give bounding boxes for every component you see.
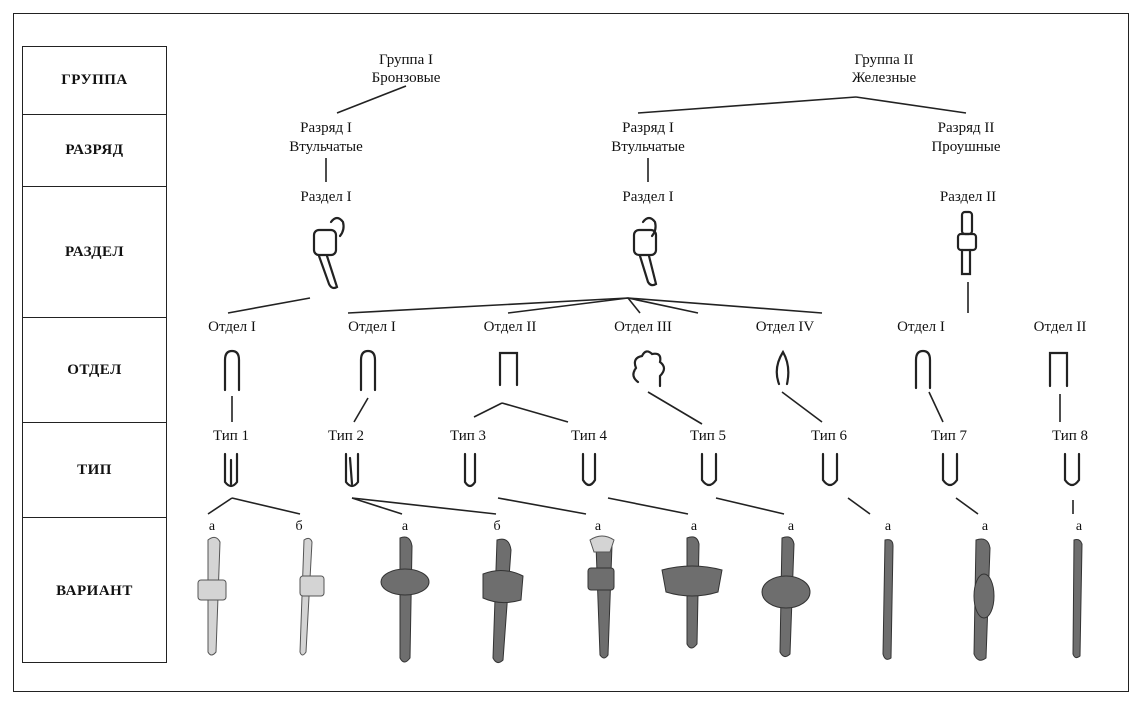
variant-4a-label: а bbox=[691, 519, 698, 534]
artifact-8a-image bbox=[1072, 539, 1083, 659]
artifact-5a-image bbox=[761, 536, 811, 658]
level-column: ГРУППА РАЗРЯД РАЗДЕЛ ОТДЕЛ ТИП ВАРИАНТ bbox=[22, 46, 167, 663]
artifact-1a-image bbox=[197, 536, 227, 656]
tip-1-label: Тип 1 bbox=[213, 428, 249, 444]
razryad-2-subtitle: Втульчатые bbox=[611, 139, 685, 155]
razryad-2-title: Разряд I bbox=[622, 120, 674, 136]
artifact-2a-image bbox=[380, 536, 430, 663]
razryad-3-subtitle: Проушные bbox=[931, 139, 1000, 155]
artifact-7a-image bbox=[973, 538, 995, 661]
figure-frame bbox=[13, 13, 1129, 692]
otdel-4-label: Отдел III bbox=[614, 319, 672, 335]
variant-3a-label: а bbox=[595, 519, 602, 534]
razdel-2-sketch bbox=[632, 216, 658, 287]
variant-2b-label: б bbox=[493, 519, 500, 534]
level-tip: ТИП bbox=[23, 423, 166, 518]
tip-4-label: Тип 4 bbox=[571, 428, 608, 444]
level-gruppa: ГРУППА bbox=[23, 47, 166, 115]
variant-1b-label: б bbox=[295, 519, 302, 534]
tip-6-label: Тип 6 bbox=[811, 428, 848, 444]
level-variant: ВАРИАНТ bbox=[56, 582, 133, 599]
group-2-subtitle: Железные bbox=[852, 70, 917, 86]
variant-5a-label: а bbox=[788, 519, 795, 534]
tip-7-label: Тип 7 bbox=[931, 428, 968, 444]
tip-end-sketches bbox=[223, 452, 1081, 488]
tip-3-label: Тип 3 bbox=[450, 428, 486, 444]
otdel-profile-sketches bbox=[223, 349, 1069, 392]
razryad-1-subtitle: Втульчатые bbox=[289, 139, 363, 155]
variant-1a-label: а bbox=[209, 519, 216, 534]
razryad-3-title: Разряд II bbox=[938, 120, 995, 136]
otdel-3-label: Отдел II bbox=[484, 319, 537, 335]
razryad-1-title: Разряд I bbox=[300, 120, 352, 136]
otdel-2-label: Отдел I bbox=[348, 319, 396, 335]
tip-8-label: Тип 8 bbox=[1052, 428, 1088, 444]
razdel-2-label: Раздел I bbox=[622, 189, 673, 205]
connector-lines bbox=[207, 85, 1074, 515]
level-razryad: РАЗРЯД bbox=[23, 115, 166, 187]
razdel-1-sketch bbox=[312, 216, 345, 290]
level-razdel: РАЗДЕЛ bbox=[23, 187, 166, 318]
variant-6a-label: а bbox=[885, 519, 892, 534]
artifact-2b-image bbox=[482, 538, 524, 664]
otdel-1-label: Отдел I bbox=[208, 319, 256, 335]
otdel-6-label: Отдел I bbox=[897, 319, 945, 335]
variant-2a-label: а bbox=[402, 519, 409, 534]
artifact-1b-image bbox=[299, 537, 325, 656]
group-2-title: Группа II bbox=[855, 52, 914, 68]
razdel-3-label: Раздел II bbox=[940, 189, 996, 205]
tip-2-label: Тип 2 bbox=[328, 428, 364, 444]
razdel-3-sketch bbox=[956, 210, 978, 276]
artifact-4a-image bbox=[661, 536, 723, 649]
artifact-3a-image bbox=[587, 535, 615, 659]
level-otdel: ОТДЕЛ bbox=[23, 318, 166, 423]
group-1-subtitle: Бронзовые bbox=[372, 70, 441, 86]
variant-7a-label: а bbox=[982, 519, 989, 534]
razdel-1-label: Раздел I bbox=[300, 189, 351, 205]
otdel-5-label: Отдел IV bbox=[756, 319, 815, 335]
tip-5-label: Тип 5 bbox=[690, 428, 726, 444]
otdel-7-label: Отдел II bbox=[1034, 319, 1087, 335]
variant-8a-label: а bbox=[1076, 519, 1083, 534]
artifact-6a-image bbox=[882, 539, 894, 660]
group-1-title: Группа I bbox=[379, 52, 433, 68]
